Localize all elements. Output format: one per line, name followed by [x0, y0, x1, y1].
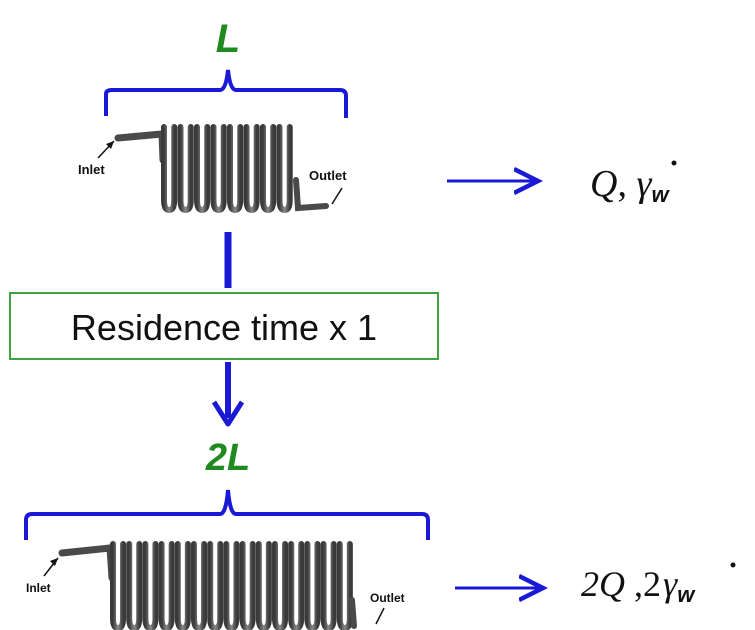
top-coil-loop — [276, 124, 293, 214]
bottom-coil-loop — [304, 541, 321, 630]
bottom-coil-loops — [110, 541, 353, 630]
top-coil-loop — [260, 124, 277, 214]
top-shear-symbol: γ — [636, 163, 652, 205]
top-coil-loop — [210, 124, 227, 214]
bottom-shear-symbol: γ — [663, 564, 678, 604]
top-length-bracket — [104, 69, 348, 118]
bottom-coil-loop — [174, 541, 191, 630]
top-coil-loop — [243, 124, 260, 214]
top-coil-loop — [177, 124, 194, 214]
bottom-coil-loop — [272, 541, 289, 630]
top-result-formula: Q, γw — [590, 163, 670, 207]
top-coil-loops — [161, 124, 293, 214]
bottom-result-formula: 2Q ,2γw — [581, 564, 696, 607]
vertical-arrow-lower-head — [211, 400, 245, 427]
residence-time-label: Residence time x 1 — [71, 307, 377, 348]
top-inlet-pointer-head — [106, 141, 114, 149]
bottom-coil-inlet-tube — [58, 544, 116, 582]
top-shear-dot — [671, 160, 677, 166]
bottom-coil-loop — [336, 541, 353, 630]
bottom-coil-loop — [320, 541, 337, 630]
bottom-coil-loop — [255, 541, 272, 630]
bottom-coil-loop — [288, 541, 305, 630]
bottom-coil-loop — [239, 541, 256, 630]
top-outlet-pointer — [331, 187, 343, 205]
top-shear-subscript: w — [651, 182, 670, 207]
top-coil-loop — [227, 124, 244, 214]
top-comma: , — [617, 163, 636, 205]
bottom-coil-loop — [191, 541, 208, 630]
bottom-outlet-pointer — [375, 607, 385, 625]
top-coil-inlet-tube — [114, 130, 167, 164]
bottom-inlet-label: Inlet — [26, 581, 51, 595]
bottom-shear-dot — [730, 562, 736, 568]
top-length-label: L — [216, 17, 240, 61]
top-coil-outlet-tube — [293, 177, 329, 212]
bottom-length-bracket — [24, 489, 430, 540]
bottom-coil-loop — [207, 541, 224, 630]
bottom-shear-subscript: w — [677, 582, 696, 607]
bottom-length-label: 2L — [205, 437, 250, 479]
top-flow-symbol: Q — [590, 163, 617, 205]
top-coil-image — [114, 124, 329, 214]
top-inlet-label: Inlet — [78, 162, 105, 177]
bottom-coil-loop — [110, 541, 127, 630]
bottom-coil-outlet-tube — [349, 597, 357, 629]
bottom-shear-prefix: 2 — [643, 564, 661, 604]
bottom-comma: , — [625, 564, 643, 604]
bottom-inlet-pointer-head — [50, 558, 58, 566]
bottom-outlet-label: Outlet — [370, 591, 405, 605]
bottom-flow-symbol: 2Q — [581, 564, 625, 604]
bottom-coil-loop — [223, 541, 240, 630]
top-coil-loop — [161, 124, 178, 214]
top-coil-loop — [194, 124, 211, 214]
top-outlet-label: Outlet — [309, 168, 347, 183]
bottom-coil-image — [58, 541, 357, 630]
bottom-coil-loop — [142, 541, 159, 630]
bottom-coil-loop — [126, 541, 143, 630]
residence-time-box — [9, 292, 439, 360]
bottom-coil-loop — [158, 541, 175, 630]
